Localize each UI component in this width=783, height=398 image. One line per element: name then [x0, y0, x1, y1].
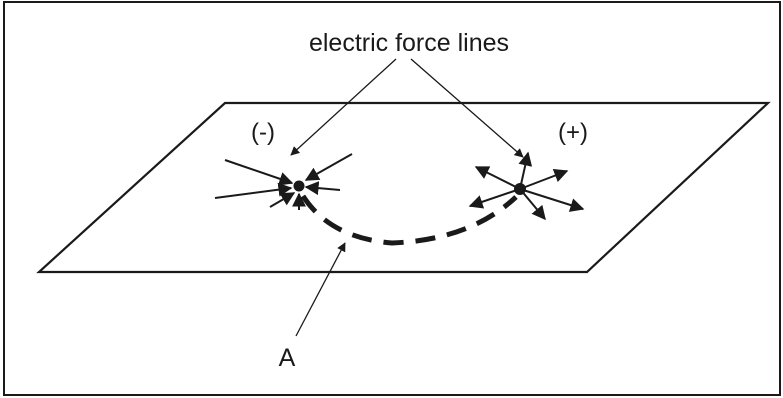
plane — [36, 101, 771, 274]
leader-line-negative — [290, 58, 397, 156]
negative-field-line — [304, 181, 341, 196]
negative-charge-label: (-) — [251, 119, 275, 146]
positive-charge-label: (+) — [558, 119, 588, 146]
positive-field-line — [519, 168, 569, 190]
negative-charge-field — [214, 153, 353, 210]
path-a-label: A — [279, 344, 296, 372]
positive-field-line — [518, 151, 533, 190]
frame-border — [3, 1, 781, 396]
leader-line-positive — [410, 58, 524, 158]
negative-field-line — [214, 182, 293, 199]
positive-field-line — [474, 166, 521, 190]
negative-field-line — [269, 192, 296, 208]
negative-field-line — [304, 153, 353, 181]
negative-charge — [293, 180, 305, 192]
leader-line-a — [295, 242, 346, 337]
dashed-path-a — [300, 194, 518, 246]
positive-charge-field — [468, 151, 585, 221]
negative-field-line — [224, 159, 294, 186]
force-lines-label: electric force lines — [309, 29, 509, 57]
positive-field-line — [519, 188, 585, 212]
positive-charge — [514, 183, 526, 195]
positive-field-line — [519, 188, 546, 221]
positive-field-line — [468, 188, 521, 209]
